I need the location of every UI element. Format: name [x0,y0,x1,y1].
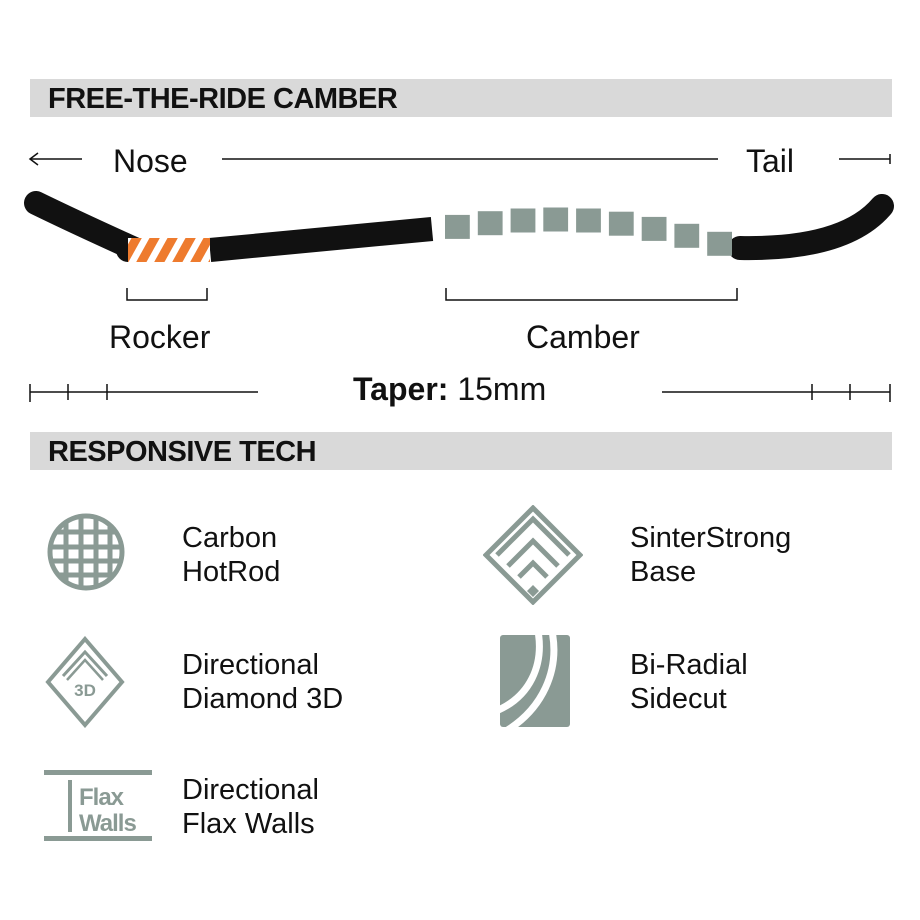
nose-direction-arrow [28,152,82,166]
flax-walls-icon-text-2: Walls [79,810,136,837]
rocker-segment [128,238,210,262]
tech-line-2: HotRod [182,556,281,588]
tech-line-1: Bi-Radial [630,649,748,681]
diamond-3d-icon-text: 3D [74,681,96,700]
tech-line-1: Directional [182,774,319,806]
taper-scale-right [662,384,891,402]
tech-line-1: Carbon [182,522,278,554]
taper-value: 15mm [457,371,547,407]
tech-line-1: Directional [182,649,319,681]
tech-item-carbon-hotrod: Carbon HotRod [182,521,280,589]
camber-block [707,231,732,256]
taper-label: Taper: [353,371,449,407]
board-nose [24,191,140,262]
camber-block [674,223,700,248]
camber-bracket [445,288,738,301]
rocker-label: Rocker [109,319,211,355]
sinterstrong-diamond-icon [483,505,583,605]
camber-block [477,211,503,236]
tail-label: Tail [746,143,795,179]
camber-block [445,214,470,239]
camber-block [510,208,536,233]
taper-scale-left [29,384,258,402]
camber-block [608,211,634,236]
tech-item-sinterstrong-base: SinterStrong Base [630,521,791,589]
flax-walls-icon: Flax Walls [44,770,152,841]
tech-section-header: RESPONSIVE TECH [30,432,892,470]
camber-block [543,207,569,232]
taper-readout: Taper: 15mm [353,373,546,405]
bi-radial-icon [500,635,570,727]
board-middle [208,217,434,262]
camber-section-title: FREE-THE-RIDE CAMBER [48,83,398,115]
board-profile-diagram [24,152,894,402]
camber-block [576,208,601,233]
tech-item-flax-walls: Directional Flax Walls [182,773,319,841]
camber-section-header: FREE-THE-RIDE CAMBER [30,79,892,117]
board-tail [728,194,894,261]
rocker-bracket [126,288,208,301]
camber-label: Camber [526,319,640,355]
tech-line-2: Diamond 3D [182,683,344,715]
tech-item-bi-radial: Bi-Radial Sidecut [630,648,748,716]
camber-block [641,216,667,241]
diamond-3d-icon: 3D [45,636,125,728]
tail-end-marker [839,154,891,164]
carbon-grid-icon [47,513,125,591]
tech-line-2: Flax Walls [182,808,315,840]
tech-line-2: Sidecut [630,683,727,715]
tech-item-diamond-3d: Directional Diamond 3D [182,648,343,716]
nose-label: Nose [113,143,188,179]
camber-segment [445,207,732,256]
flax-walls-icon-text-1: Flax [79,784,125,811]
tech-line-2: Base [630,556,697,588]
tech-section-title: RESPONSIVE TECH [48,436,317,468]
tech-line-1: SinterStrong [630,522,792,554]
